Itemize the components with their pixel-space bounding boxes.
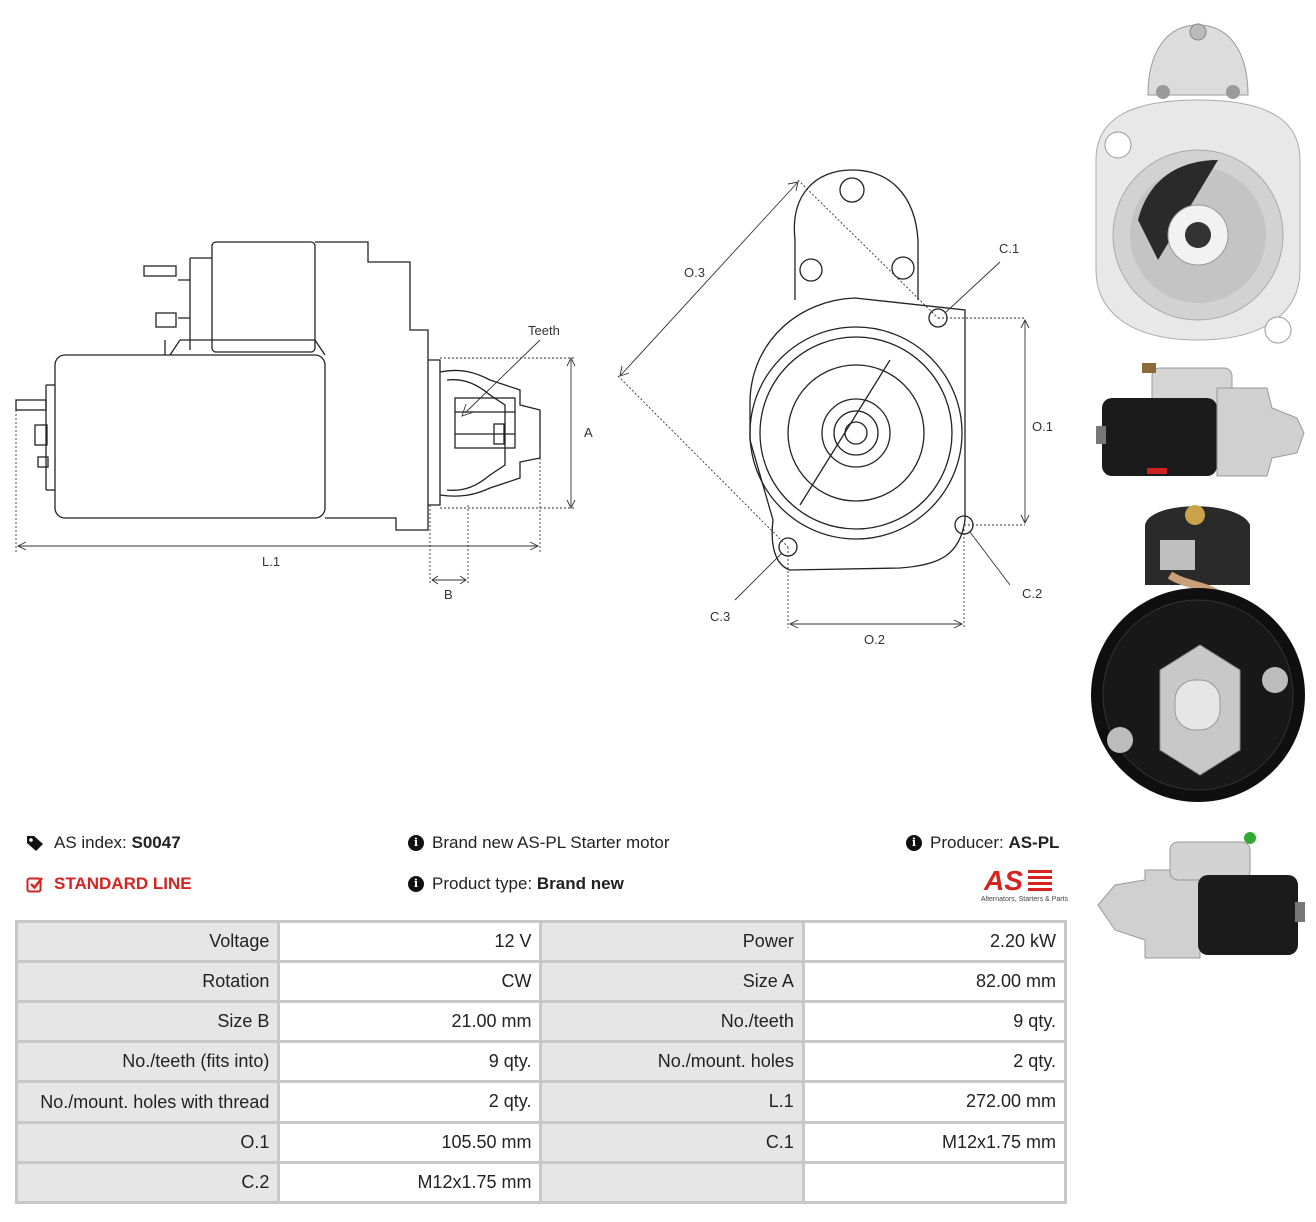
photo-side-view bbox=[1096, 363, 1305, 477]
spec-key: Rotation bbox=[14, 960, 281, 1003]
spec-key: No./mount. holes bbox=[539, 1040, 805, 1083]
spec-value bbox=[801, 1161, 1068, 1204]
spec-key: Power bbox=[539, 920, 805, 963]
info-icon: i bbox=[408, 876, 424, 892]
spec-value: 21.00 mm bbox=[277, 1000, 543, 1043]
standard-line: STANDARD LINE bbox=[26, 874, 192, 894]
specs-table: Voltage 12 V Power 2.20 kW Rotation CW S… bbox=[14, 920, 1068, 1204]
spec-key: C.2 bbox=[14, 1161, 281, 1204]
label-c3: C.3 bbox=[710, 609, 730, 624]
as-logo: AS Alternators, Starters & Parts bbox=[966, 864, 1068, 906]
spec-value: 12 V bbox=[277, 920, 543, 963]
table-row: Voltage 12 V Power 2.20 kW bbox=[14, 920, 1068, 963]
standard-line-label: STANDARD LINE bbox=[54, 874, 192, 893]
label-l1: L.1 bbox=[262, 554, 280, 569]
as-index: AS index: S0047 bbox=[26, 833, 181, 853]
spec-value: 2.20 kW bbox=[801, 920, 1068, 963]
table-row: Rotation CW Size A 82.00 mm bbox=[14, 960, 1068, 1003]
spec-value: 272.00 mm bbox=[801, 1080, 1068, 1124]
spec-value: 2 qty. bbox=[801, 1040, 1068, 1083]
spec-key: No./mount. holes with thread bbox=[14, 1080, 281, 1124]
label-o1: O.1 bbox=[1032, 419, 1053, 434]
spec-value: 105.50 mm bbox=[277, 1121, 543, 1164]
spec-key: No./teeth (fits into) bbox=[14, 1040, 281, 1083]
table-row: Size B 21.00 mm No./teeth 9 qty. bbox=[14, 1000, 1068, 1043]
as-index-label: AS index: bbox=[54, 833, 127, 852]
table-row: C.2 M12x1.75 mm bbox=[14, 1161, 1068, 1204]
label-teeth: Teeth bbox=[528, 323, 560, 338]
product-type-label: Product type: bbox=[432, 874, 533, 893]
label-b: B bbox=[444, 587, 453, 602]
info-icon: i bbox=[906, 835, 922, 851]
logo-tagline: Alternators, Starters & Parts bbox=[980, 896, 1068, 903]
check-square-icon bbox=[26, 875, 44, 893]
spec-key: C.1 bbox=[539, 1121, 805, 1164]
producer-label: Producer: bbox=[930, 833, 1004, 852]
product-type-value: Brand new bbox=[536, 874, 624, 893]
spec-value: CW bbox=[277, 960, 543, 1003]
spec-key: O.1 bbox=[14, 1121, 281, 1164]
as-index-value: S0047 bbox=[131, 833, 181, 852]
front-view-drawing: O.3 C.1 O.1 C.2 C.3 O.2 bbox=[617, 169, 1053, 647]
label-c1: C.1 bbox=[999, 241, 1019, 256]
spec-key bbox=[539, 1161, 805, 1204]
label-o2: O.2 bbox=[864, 632, 885, 647]
table-row: No./teeth (fits into) 9 qty. No./mount. … bbox=[14, 1040, 1068, 1083]
producer-value: AS-PL bbox=[1008, 833, 1060, 852]
logo-text: AS bbox=[983, 865, 1023, 894]
photo-front-view bbox=[1095, 23, 1301, 344]
description: i Brand new AS-PL Starter motor bbox=[408, 833, 669, 853]
table-row: No./mount. holes with thread 2 qty. L.1 … bbox=[14, 1080, 1068, 1124]
table-row: O.1 105.50 mm C.1 M12x1.75 mm bbox=[14, 1121, 1068, 1164]
spec-key: Size A bbox=[539, 960, 805, 1003]
spec-value: M12x1.75 mm bbox=[277, 1161, 543, 1204]
spec-key: L.1 bbox=[539, 1080, 805, 1124]
spec-key: No./teeth bbox=[539, 1000, 805, 1043]
label-c2: C.2 bbox=[1022, 586, 1042, 601]
label-a: A bbox=[584, 425, 593, 440]
product-type: i Product type: Brand new bbox=[408, 874, 624, 894]
photo-side-view-2 bbox=[1097, 832, 1305, 959]
spec-key: Size B bbox=[14, 1000, 281, 1043]
photo-rear-view bbox=[1091, 505, 1305, 802]
spec-value: 82.00 mm bbox=[801, 960, 1068, 1003]
tags-icon bbox=[26, 835, 46, 851]
spec-key: Voltage bbox=[14, 920, 281, 963]
side-view-drawing: Teeth A L.1 B bbox=[15, 241, 593, 602]
label-o3: O.3 bbox=[684, 265, 705, 280]
spec-value: M12x1.75 mm bbox=[801, 1121, 1068, 1164]
spec-value: 9 qty. bbox=[277, 1040, 543, 1083]
description-text: Brand new AS-PL Starter motor bbox=[432, 833, 670, 852]
info-icon: i bbox=[408, 835, 424, 851]
spec-value: 2 qty. bbox=[277, 1080, 543, 1124]
producer: i Producer: AS-PL bbox=[906, 833, 1059, 853]
spec-value: 9 qty. bbox=[801, 1000, 1068, 1043]
